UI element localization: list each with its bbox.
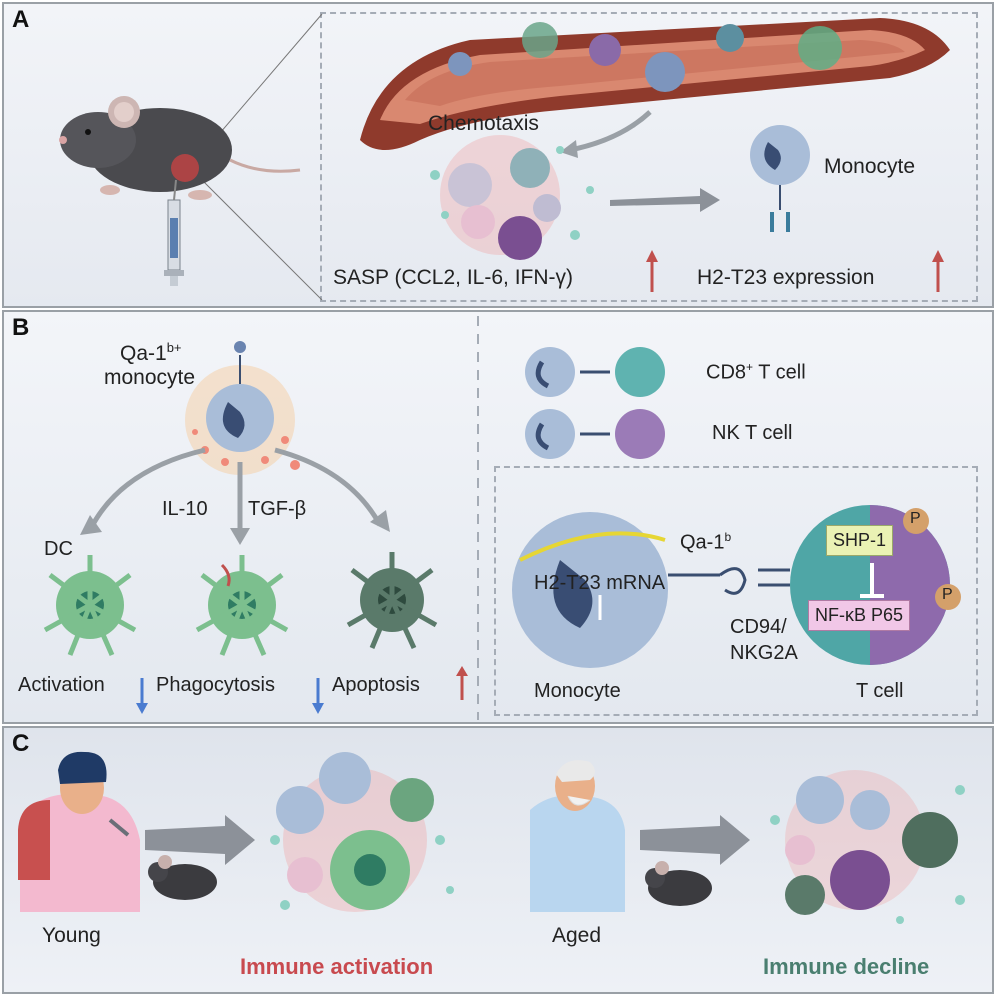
tcell-label: T cell [856,680,904,702]
chemotaxis-arrow [569,110,652,153]
mechanism-box [494,466,978,716]
monocyte-icon [750,125,810,232]
c-arrow-young [145,815,255,865]
sasp-cell-cluster [430,135,594,260]
sasp-label: SASP (CCL2, IL-6, IFN-γ) [333,266,574,289]
qa1-monocyte-label-line1: Qa-1b+ [120,340,182,366]
qa1b-label: Qa-1b [680,530,731,555]
dendritic-cell-icon [43,555,137,657]
cd94-line2: NKG2A [730,642,798,664]
qa1b-sup: b [724,530,732,544]
phospho-badge-shp1: P [903,508,929,534]
phospho-badge-nfkb: P [935,584,961,610]
blood-vessel-icon [360,18,950,150]
aged-person-icon [530,760,625,912]
cd94-receptor [758,568,790,587]
h2-expression-label: H2-T23 expression [697,266,875,289]
panel-a-inset [320,12,978,302]
a-right-arrow [610,188,720,212]
nkt-pair-icon [525,409,665,459]
monocyte-label: Monocyte [824,155,916,178]
chemotaxis-label: Chemotaxis [428,112,539,135]
il10-label: IL-10 [162,498,208,520]
arrow-to-dc [87,447,206,532]
mouse-small-icon [148,855,217,900]
phagocytosis-label: Phagocytosis [156,674,275,696]
zoom-line-bottom [189,167,323,301]
nfkb-box: NF-κB P65 [808,600,911,631]
cd8-suffix: T cell [753,361,806,384]
cd8-pair-icon [525,347,665,397]
qa1-monocyte-label-line2: monocyte [104,366,196,389]
young-label: Young [42,924,101,947]
tgfb-label: TGF-β [248,498,307,520]
mouse-icon [59,96,301,200]
panel-c-label: C [12,730,30,757]
immune-activation-cluster [270,752,454,912]
immune-decline-cluster [770,770,965,924]
dendritic-cell-phagocytosis-icon [195,555,289,657]
activation-label: Activation [18,674,105,696]
chemotaxis-arrowhead [560,140,578,158]
panel-b-label: B [12,314,30,341]
c-arrow-aged [640,815,750,865]
apoptosis-label: Apoptosis [332,674,420,696]
nkt-label: NK T cell [712,422,793,444]
qa1b-text: Qa-1 [680,531,725,554]
mouse-small-aged-icon [645,861,712,906]
monocyte-bottom-label: Monocyte [534,680,621,702]
immune-decline-label: Immune decline [763,954,930,979]
syringe-icon [164,179,184,286]
cd8-label: CD8+ T cell [706,360,806,385]
young-person-icon [18,751,140,912]
mrna-label: H2-T23 mRNA [534,572,666,594]
qa1-text: Qa-1 [120,342,167,365]
panel-a-label: A [12,6,30,33]
cd94-line1: CD94/ [730,616,787,638]
dc-label: DC [44,538,73,560]
cd8-text: CD8 [706,361,747,384]
apoptotic-dc-icon [346,552,438,650]
mechanism-monocyte-icon [512,512,668,668]
arrow-to-apoptosis [274,447,383,527]
qa1-sup: b+ [166,340,182,355]
aged-label: Aged [552,924,602,947]
immune-activation-label: Immune activation [240,954,434,979]
qa1-monocyte-icon [185,341,300,475]
cd8-sup: + [746,360,754,374]
shp1-box: SHP-1 [826,525,894,556]
